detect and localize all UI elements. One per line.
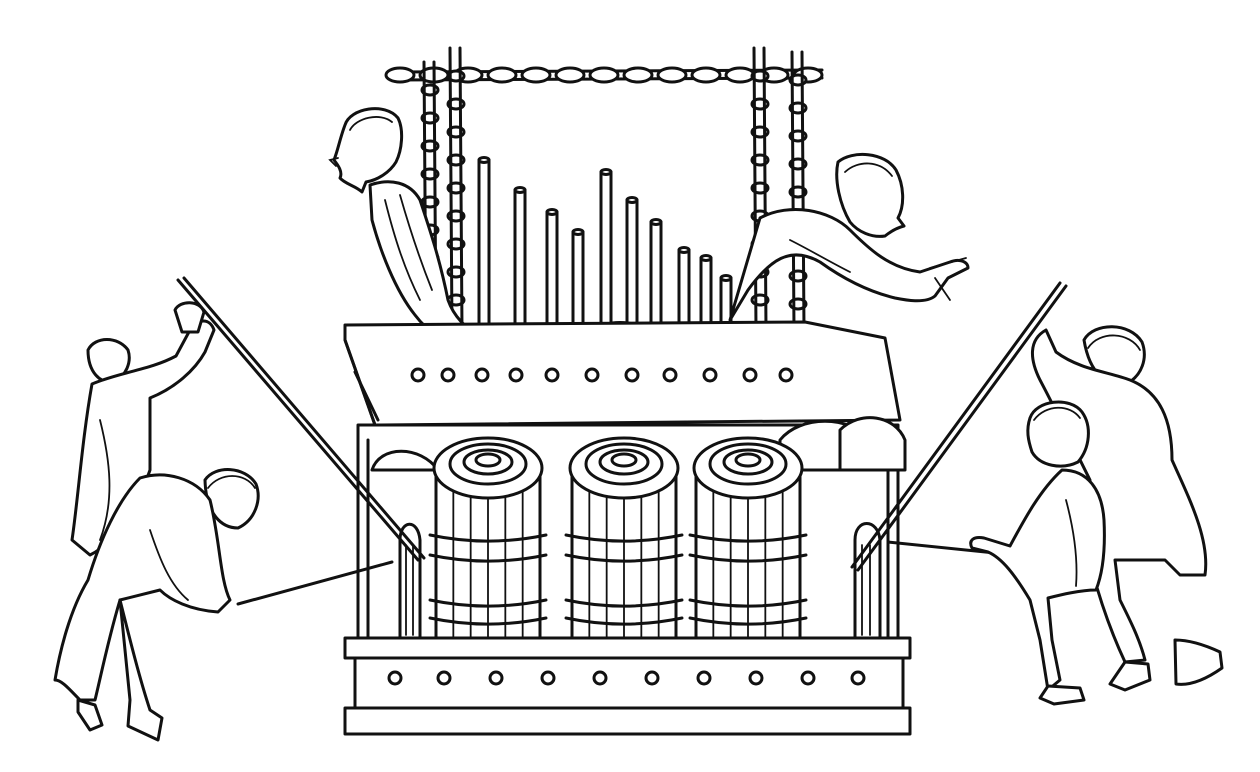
- organ-pipe: [649, 220, 663, 332]
- chest-hole: [662, 367, 678, 383]
- rail-bead: [554, 66, 586, 84]
- chest-hole: [508, 367, 524, 383]
- bellows-drums: [428, 436, 808, 642]
- plinth-hole: [540, 670, 556, 686]
- plinth-hole: [748, 670, 764, 686]
- chest-hole: [440, 367, 456, 383]
- plinth-hole: [800, 670, 816, 686]
- plinth-hole: [387, 670, 403, 686]
- bellows-pumper-right-lower: [886, 400, 1106, 706]
- plinth-hole: [696, 670, 712, 686]
- organ-pipe: [545, 210, 559, 332]
- organist-right: [728, 152, 970, 322]
- organ-pipes: [477, 156, 733, 332]
- plinth-hole: [436, 670, 452, 686]
- plinth-hole: [850, 670, 866, 686]
- rail-bead: [690, 66, 722, 84]
- plinth-hole: [488, 670, 504, 686]
- rail-bead: [724, 66, 756, 84]
- chest-hole: [544, 367, 560, 383]
- organ-plinth: [343, 636, 912, 736]
- organ-pipe: [677, 248, 691, 332]
- chest-hole: [410, 367, 426, 383]
- pipe-mouth: [719, 274, 733, 282]
- bellows-drum: [564, 436, 684, 642]
- pipe-mouth: [545, 208, 559, 216]
- chest-hole: [778, 367, 794, 383]
- chest-hole: [474, 367, 490, 383]
- organ-pipe: [699, 256, 713, 332]
- pipe-mouth: [677, 246, 691, 254]
- rail-bead: [622, 66, 654, 84]
- rail-bead: [384, 66, 416, 84]
- pipe-mouth: [477, 156, 491, 164]
- organ-windchest: [343, 320, 902, 427]
- organ-pipe: [477, 158, 491, 332]
- organ-pipe: [625, 198, 639, 332]
- chest-hole: [584, 367, 600, 383]
- bellows-drum: [428, 436, 548, 642]
- pipe-mouth: [599, 168, 613, 176]
- organ-pipe: [513, 188, 527, 332]
- rail-bead: [656, 66, 688, 84]
- pipe-mouth: [699, 254, 713, 262]
- pipe-mouth: [649, 218, 663, 226]
- plinth-hole: [592, 670, 608, 686]
- organ-pipe: [571, 230, 585, 332]
- chest-hole: [624, 367, 640, 383]
- organ-pipe: [599, 170, 613, 332]
- pipe-mouth: [571, 228, 585, 236]
- bellows-drum: [688, 436, 808, 642]
- chest-hole: [702, 367, 718, 383]
- rail-bead: [588, 66, 620, 84]
- bellows-pumper-left-upper: [70, 276, 426, 562]
- pipe-mouth: [625, 196, 639, 204]
- chest-hole: [742, 367, 758, 383]
- bellows-pumper-left-lower: [53, 468, 394, 742]
- rail-bead: [486, 66, 518, 84]
- rail-bead: [520, 66, 552, 84]
- plinth-hole: [644, 670, 660, 686]
- pipe-mouth: [513, 186, 527, 194]
